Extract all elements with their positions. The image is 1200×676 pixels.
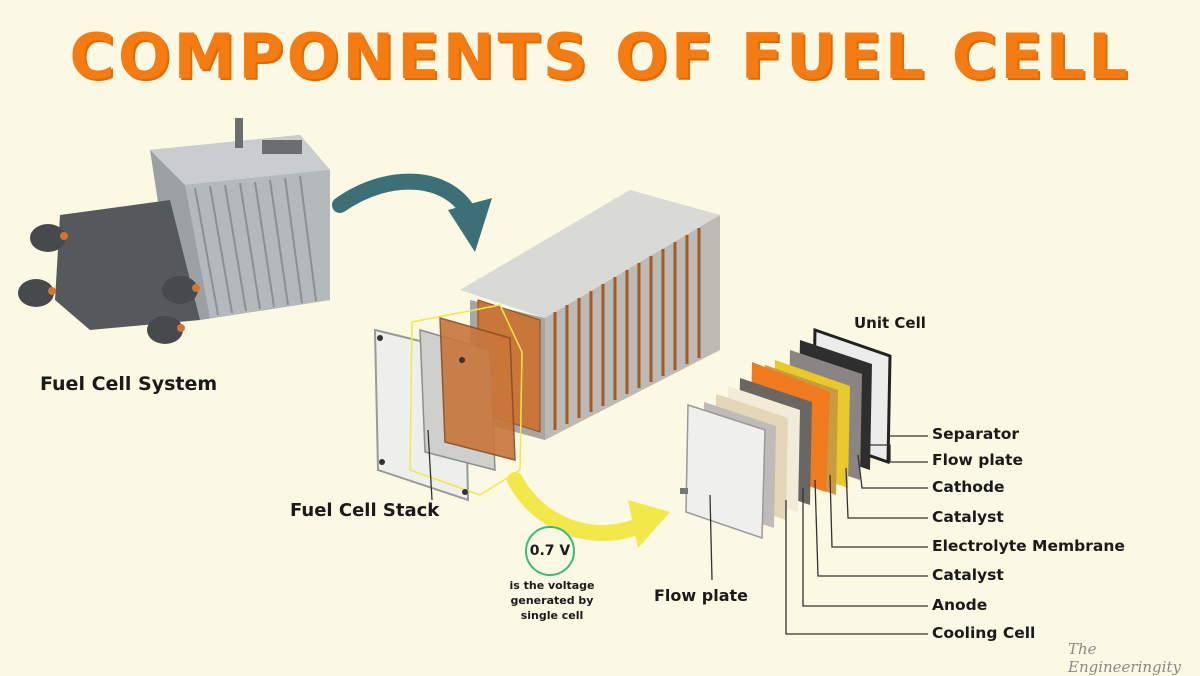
fuel-cell-stack-label: Fuel Cell Stack bbox=[290, 500, 440, 521]
diagram-title: COMPONENTS OF FUEL CELL bbox=[69, 20, 1131, 93]
unit-cell-label: Unit Cell bbox=[854, 314, 926, 332]
component-label-cathode: Cathode bbox=[932, 478, 1005, 496]
fuel-cell-system-label: Fuel Cell System bbox=[40, 373, 218, 395]
voltage-note: is the voltage generated by single cell bbox=[492, 578, 612, 623]
component-label-catalyst-anode: Catalyst bbox=[932, 566, 1004, 584]
voltage-value: 0.7 V bbox=[529, 543, 571, 559]
component-label-separator: Separator bbox=[932, 425, 1020, 443]
component-label-anode: Anode bbox=[932, 596, 988, 614]
arrow-system-to-stack bbox=[332, 173, 492, 252]
component-label-flow-plate: Flow plate bbox=[932, 451, 1024, 469]
leader-lines bbox=[427, 429, 928, 635]
voltage-note-line: is the voltage bbox=[509, 579, 595, 592]
fuel-cell-stack-illustration bbox=[373, 190, 720, 502]
flow-plate-label: Flow plate bbox=[654, 586, 748, 605]
fuel-cell-system-illustration bbox=[18, 118, 330, 344]
brand-watermark: The Engineeringity bbox=[1068, 640, 1181, 676]
voltage-note-line: single cell bbox=[520, 609, 584, 622]
arrow-stack-to-cell bbox=[507, 472, 670, 548]
voltage-badge: 0.7 V bbox=[525, 526, 575, 576]
component-label-catalyst-cathode: Catalyst bbox=[932, 508, 1004, 526]
voltage-note-line: generated by bbox=[510, 594, 594, 607]
component-label-electrolyte-membrane: Electrolyte Membrane bbox=[932, 537, 1125, 555]
component-label-cooling-cell: Cooling Cell bbox=[932, 624, 1036, 642]
unit-cell-illustration bbox=[680, 327, 892, 540]
